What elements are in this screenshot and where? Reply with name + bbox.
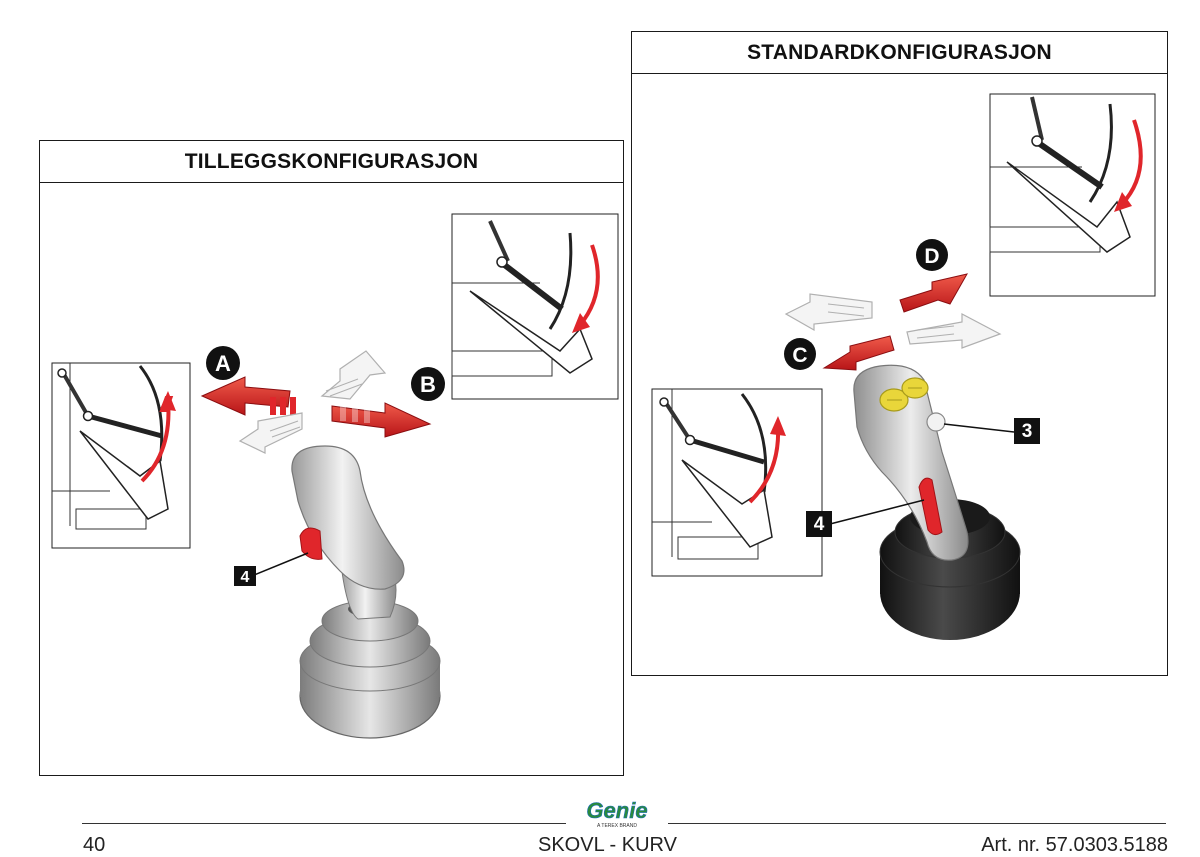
joystick-standard	[853, 364, 1021, 640]
callout-3: 3	[943, 418, 1040, 444]
label-c: C	[792, 344, 807, 367]
joystick-aux	[291, 445, 441, 739]
bucket-curl-down-inset	[451, 213, 619, 400]
thumb-rocker-buttons	[879, 377, 929, 412]
page-number: 40	[83, 834, 106, 856]
arrow-a-stripes	[270, 397, 296, 415]
arrow-b	[331, 402, 432, 438]
arrow-a	[159, 376, 291, 416]
label-b-badge: B	[411, 367, 445, 401]
arrow-d	[899, 273, 968, 313]
callout-4-left: 4	[234, 552, 309, 586]
ghost-arrow-left	[784, 293, 873, 332]
right-panel-title: STANDARDKONFIGURASJON	[632, 32, 1167, 74]
right-config-panel: STANDARDKONFIGURASJON	[631, 31, 1168, 676]
callout-4-left-label: 4	[241, 569, 250, 586]
left-panel-title: TILLEGGSKONFIGURASJON	[40, 141, 623, 183]
ghost-arrow-right	[906, 313, 1002, 349]
genie-logo: Genie A TEREX BRAND	[586, 798, 648, 829]
arrow-c	[822, 335, 895, 371]
part-number: Art. nr. 57.0303.5188	[981, 834, 1168, 856]
bucket-curl-up-inset	[51, 362, 191, 549]
callout-4-right-label: 4	[814, 514, 825, 535]
thumb-button	[926, 412, 946, 432]
label-d-badge: D	[916, 239, 948, 271]
label-a: A	[215, 351, 231, 376]
logo-wordmark: Genie	[586, 798, 647, 823]
label-c-badge: C	[784, 338, 816, 370]
footer-title: SKOVL - KURV	[538, 834, 677, 856]
callout-3-label: 3	[1022, 421, 1033, 442]
label-a-badge: A	[206, 346, 240, 380]
ghost-arrow-up	[320, 350, 387, 400]
footer-rule-right	[668, 823, 1166, 824]
callout-4-right: 4	[806, 499, 925, 537]
right-illustration: D C	[651, 93, 1156, 640]
bucket-curl-up-inset	[651, 388, 823, 577]
label-d: D	[924, 245, 939, 268]
label-b: B	[420, 372, 436, 397]
footer-rule-left	[82, 823, 566, 824]
left-illustration: A B	[51, 213, 619, 739]
ghost-arrow-down	[238, 412, 303, 454]
left-config-panel: TILLEGGSKONFIGURASJON	[39, 140, 624, 776]
logo-tagline: A TEREX BRAND	[597, 823, 637, 829]
bucket-curl-down-inset	[989, 93, 1156, 297]
